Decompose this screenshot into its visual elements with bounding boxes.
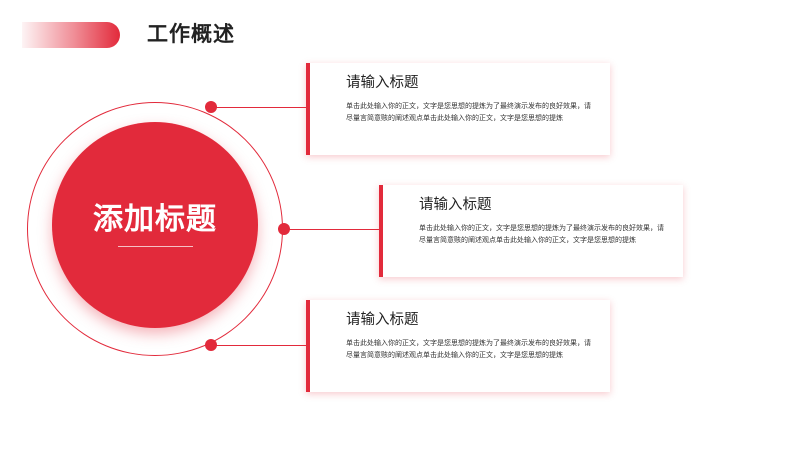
connector-dot-2 — [278, 223, 290, 235]
connector-line-1 — [211, 107, 306, 108]
main-circle[interactable]: 添加标题 — [52, 122, 258, 328]
page-title: 工作概述 — [147, 22, 235, 46]
card-body[interactable]: 单击此处输入你的正文，文字是您思想的提炼为了最终演示发布的良好效果，请尽量言简意… — [346, 339, 591, 359]
connector-dot-1 — [205, 101, 217, 113]
circle-title: 添加标题 — [93, 202, 217, 237]
card-title[interactable]: 请输入标题 — [346, 75, 419, 91]
info-card-1[interactable]: 请输入标题 单击此处输入你的正文，文字是您思想的提炼为了最终演示发布的良好效果，… — [306, 63, 610, 155]
connector-dot-3 — [205, 339, 217, 351]
card-title[interactable]: 请输入标题 — [419, 197, 492, 213]
connector-line-2 — [284, 229, 379, 230]
info-card-3[interactable]: 请输入标题 单击此处输入你的正文，文字是您思想的提炼为了最终演示发布的良好效果，… — [306, 300, 610, 392]
connector-line-3 — [211, 345, 306, 346]
info-card-2[interactable]: 请输入标题 单击此处输入你的正文，文字是您思想的提炼为了最终演示发布的良好效果，… — [379, 185, 683, 277]
card-title[interactable]: 请输入标题 — [346, 312, 419, 328]
card-body[interactable]: 单击此处输入你的正文，文字是您思想的提炼为了最终演示发布的良好效果，请尽量言简意… — [419, 224, 664, 244]
circle-divider — [118, 246, 193, 247]
card-body[interactable]: 单击此处输入你的正文，文字是您思想的提炼为了最终演示发布的良好效果，请尽量言简意… — [346, 102, 591, 122]
header-accent-bar — [22, 22, 120, 48]
